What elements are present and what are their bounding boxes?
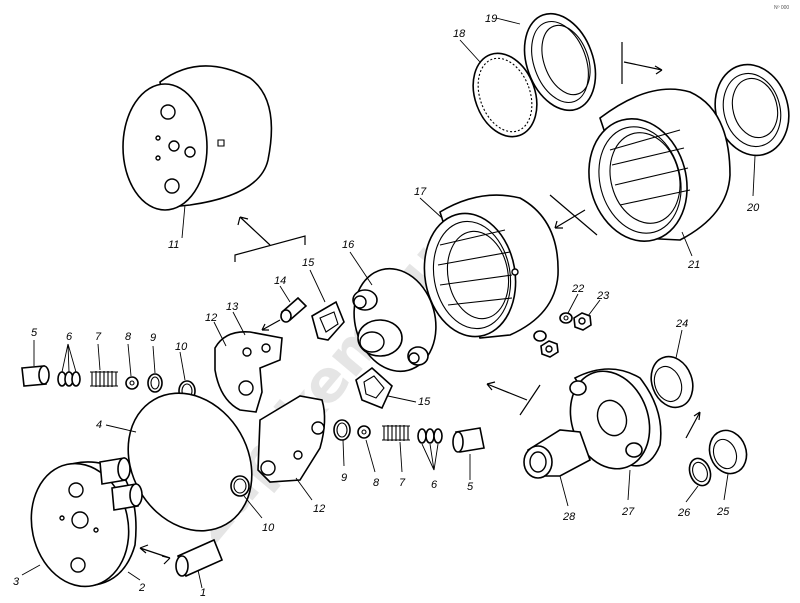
label-12b: 12 (313, 503, 325, 515)
label-9a: 9 (150, 332, 156, 344)
part-8b-washer (357, 425, 371, 439)
arrow-19 (621, 42, 663, 84)
part-1-pin (175, 538, 224, 578)
part-26-ring (688, 457, 712, 487)
label-6a: 6 (66, 331, 73, 343)
part-14-pin (280, 296, 308, 323)
part-7a-spring (90, 371, 118, 387)
label-12a: 12 (205, 312, 217, 324)
label-1: 1 (200, 587, 206, 599)
arrow-25 (685, 411, 701, 439)
label-5a: 5 (31, 327, 38, 339)
label-25: 25 (716, 506, 730, 518)
part-17-drum (423, 194, 559, 339)
part-19-seal (523, 12, 597, 112)
label-6b: 6 (431, 479, 438, 491)
arrow-2 (139, 544, 171, 565)
label-22: 22 (571, 283, 584, 295)
part-21-drum (588, 88, 731, 242)
part-6b-washers (417, 428, 443, 444)
label-15b: 15 (418, 396, 431, 408)
label-2: 2 (138, 582, 145, 594)
label-17: 17 (414, 186, 427, 198)
part-18-snap-ring (472, 52, 538, 138)
label-24: 24 (675, 318, 688, 330)
corner-mark: Nº 000 (774, 5, 789, 11)
arrow-21 (549, 194, 598, 236)
part-24-bearing (650, 355, 694, 409)
label-15a: 15 (302, 257, 315, 269)
label-4: 4 (96, 419, 102, 431)
label-19: 19 (485, 13, 497, 25)
part-8a-washer (125, 376, 139, 390)
part-22-washer (559, 312, 573, 324)
label-10a: 10 (175, 341, 188, 353)
label-11: 11 (168, 239, 179, 251)
part-25-bearing (708, 429, 748, 475)
part-23-nut (573, 312, 592, 331)
part-16-flange (352, 267, 437, 373)
part-10b-washer (230, 475, 250, 497)
label-10b: 10 (262, 522, 275, 534)
part-6a-washers (57, 371, 81, 387)
part-7b-spring (382, 425, 410, 441)
part-5a-cap (21, 365, 50, 387)
label-28: 28 (562, 511, 576, 523)
label-3: 3 (13, 576, 20, 588)
label-13: 13 (226, 301, 239, 313)
label-20: 20 (746, 202, 760, 214)
part-20-seal (714, 63, 790, 157)
label-21: 21 (687, 259, 700, 271)
label-9b: 9 (341, 472, 347, 484)
label-18: 18 (453, 28, 466, 40)
part-28-sleeve (523, 429, 591, 479)
label-27: 27 (621, 506, 635, 518)
label-7b: 7 (399, 477, 406, 489)
arrow-11 (234, 216, 306, 262)
label-7a: 7 (95, 331, 102, 343)
part-9a-ring (147, 373, 163, 393)
label-16: 16 (342, 239, 355, 251)
label-5b: 5 (467, 481, 474, 493)
arrow-27 (486, 381, 541, 416)
part-15a-wedge (311, 300, 345, 341)
label-26: 26 (677, 507, 691, 519)
label-8b: 8 (373, 477, 380, 489)
small-nuts (533, 330, 559, 358)
part-9b-ring (333, 419, 351, 441)
part-11-cover-drum (122, 65, 273, 211)
part-12-shoe-lower (257, 395, 326, 483)
part-15b-wedge (355, 366, 393, 410)
part-27-carrier (569, 368, 662, 470)
label-8a: 8 (125, 331, 132, 343)
part-5b-cap (452, 427, 485, 453)
label-14: 14 (274, 275, 286, 287)
part-12-13-shoe-upper (214, 331, 283, 413)
part-3-end-cover (30, 457, 143, 588)
callouts: 1 2 3 4 5 5 6 6 7 7 8 8 9 (13, 13, 760, 599)
label-23: 23 (596, 290, 610, 302)
arrow-14 (261, 319, 281, 331)
